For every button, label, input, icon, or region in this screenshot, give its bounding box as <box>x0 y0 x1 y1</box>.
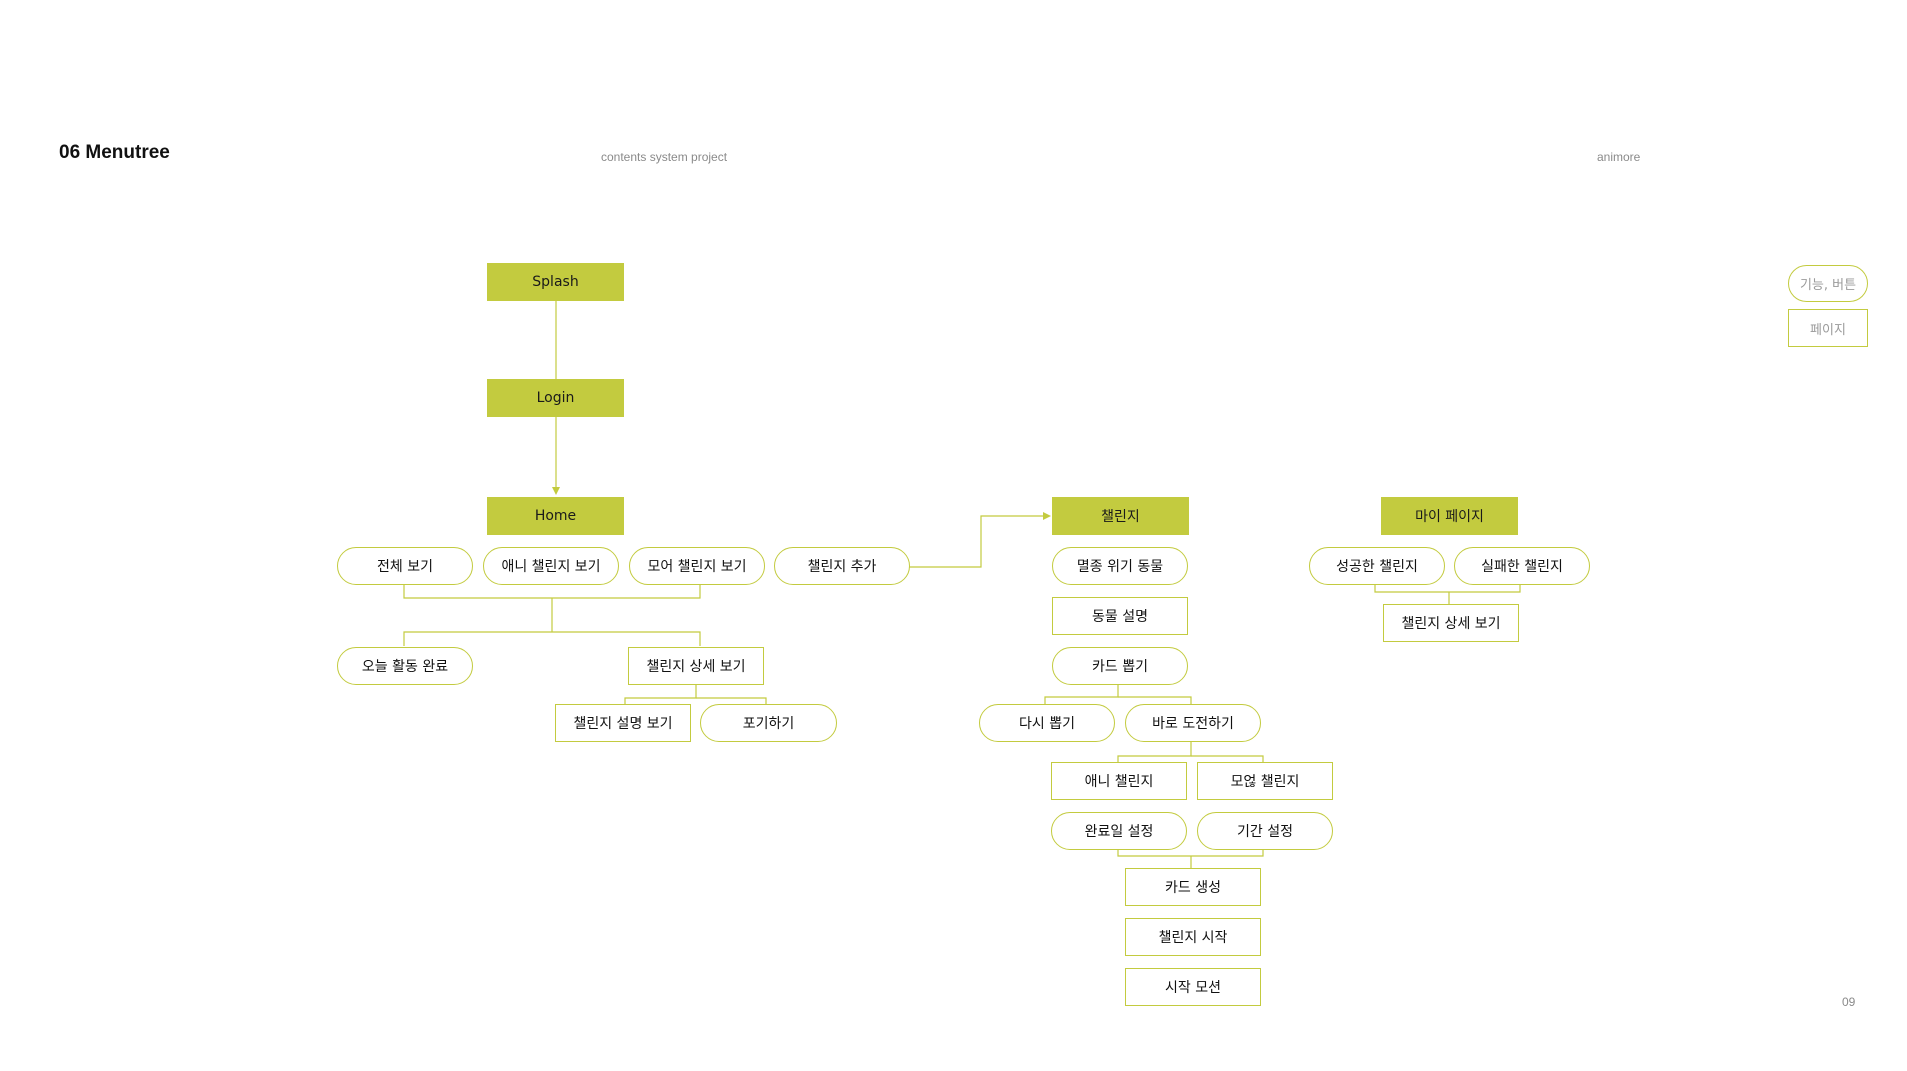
button-view-more-challenge[interactable]: 모어 챌린지 보기 <box>629 547 765 585</box>
button-succeeded-challenges[interactable]: 성공한 챌린지 <box>1309 547 1445 585</box>
brand-label: animore <box>1597 150 1641 164</box>
button-endangered-animals[interactable]: 멸종 위기 동물 <box>1052 547 1188 585</box>
button-set-end-date[interactable]: 완료일 설정 <box>1051 812 1187 850</box>
button-failed-challenges[interactable]: 실패한 챌린지 <box>1454 547 1590 585</box>
connector-home-bracket <box>403 585 701 599</box>
page-title: 06 Menutree <box>59 142 170 163</box>
button-add-challenge[interactable]: 챌린지 추가 <box>774 547 910 585</box>
connector-add-to-challenge <box>909 512 1051 568</box>
legend-function-button: 기능, 버튼 <box>1788 265 1868 302</box>
node-login: Login <box>487 379 624 417</box>
page-ani-challenge: 애니 챌린지 <box>1051 762 1187 800</box>
connector-drawcard-bracket <box>1044 684 1119 704</box>
page-challenge-desc-view: 챌린지 설명 보기 <box>555 704 691 742</box>
page-animal-description: 동물 설명 <box>1052 597 1188 635</box>
button-view-all[interactable]: 전체 보기 <box>337 547 473 585</box>
connector-detail-bracket-r <box>696 697 767 704</box>
button-today-activity-done[interactable]: 오늘 활동 완료 <box>337 647 473 685</box>
page-start-challenge: 챌린지 시작 <box>1125 918 1261 956</box>
page-more-challenge: 모얺 챌린지 <box>1197 762 1333 800</box>
button-set-period[interactable]: 기간 설정 <box>1197 812 1333 850</box>
button-redraw[interactable]: 다시 뽑기 <box>979 704 1115 742</box>
connector-drawcard-bracket-r <box>1118 696 1192 704</box>
connector-home-lower-bracket <box>403 631 701 646</box>
button-challenge-now[interactable]: 바로 도전하기 <box>1125 704 1261 742</box>
connector-mypage-bracket <box>1374 584 1521 593</box>
node-splash: Splash <box>487 263 624 301</box>
node-my-page: 마이 페이지 <box>1381 497 1518 535</box>
page-create-card: 카드 생성 <box>1125 868 1261 906</box>
connector-challengenow-bracket <box>1117 742 1192 762</box>
button-view-ani-challenge[interactable]: 애니 챌린지 보기 <box>483 547 619 585</box>
node-challenge: 챌린지 <box>1052 497 1189 535</box>
button-draw-card[interactable]: 카드 뽑기 <box>1052 647 1188 685</box>
connector-dates-bracket <box>1117 849 1264 857</box>
page-challenge-detail-mypage: 챌린지 상세 보기 <box>1383 604 1519 642</box>
button-give-up[interactable]: 포기하기 <box>700 704 837 742</box>
legend-page: 페이지 <box>1788 309 1868 347</box>
node-home: Home <box>487 497 624 535</box>
project-label: contents system project <box>601 150 728 164</box>
connector-detail-bracket <box>624 684 697 704</box>
page-number: 09 <box>1842 995 1856 1009</box>
page-challenge-detail-home: 챌린지 상세 보기 <box>628 647 764 685</box>
page-start-motion: 시작 모션 <box>1125 968 1261 1006</box>
connector-challengenow-bracket-r <box>1191 755 1264 762</box>
